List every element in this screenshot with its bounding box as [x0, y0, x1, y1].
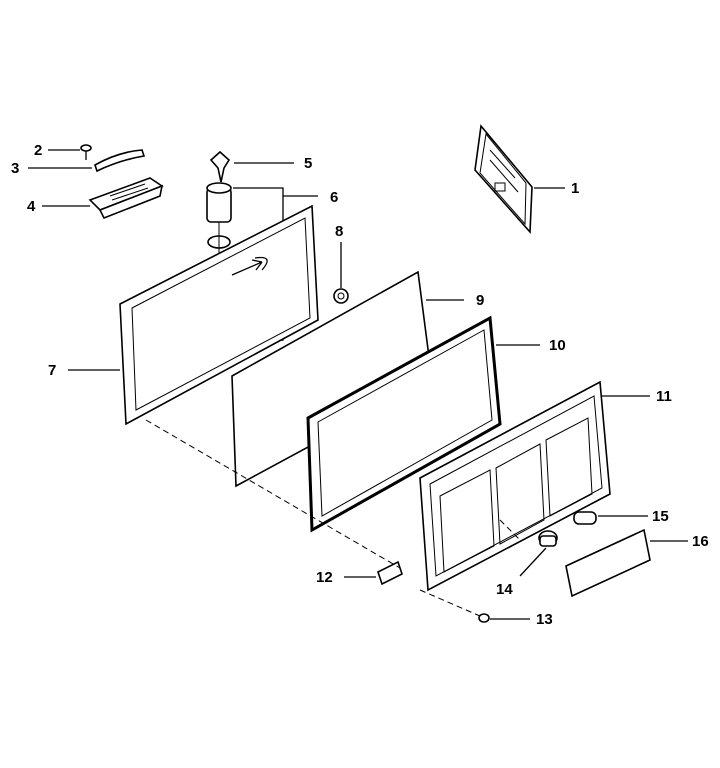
callout-4: 4	[27, 198, 36, 215]
part-7-door-frame	[68, 204, 319, 426]
callout-13: 13	[536, 611, 553, 628]
callout-2: 2	[34, 142, 42, 159]
part-11-outer-door	[419, 380, 650, 592]
callout-14: 14	[496, 581, 513, 598]
callout-8: 8	[335, 223, 343, 240]
part-14-socket	[519, 530, 558, 577]
callout-7: 7	[48, 362, 56, 379]
part-15-bulb	[573, 511, 648, 525]
alignment-lines	[145, 419, 521, 617]
part-2-screw	[48, 144, 92, 160]
part-3-trim-strip	[28, 149, 146, 173]
callout-15: 15	[652, 508, 669, 525]
callout-3: 3	[11, 160, 19, 177]
callout-11: 11	[656, 388, 672, 405]
part-16-lens-cover	[565, 528, 688, 598]
part-10-gasket	[306, 315, 540, 533]
callout-9: 9	[476, 292, 484, 309]
part-4-handle	[42, 177, 164, 220]
part-13-screw	[478, 613, 530, 623]
callout-5: 5	[304, 155, 312, 172]
callout-10: 10	[549, 337, 566, 354]
part-8-plug	[333, 242, 349, 304]
callout-6: 6	[330, 189, 338, 206]
part-5-key	[209, 150, 294, 183]
part-12-hinge-pin	[344, 560, 403, 586]
part-1-instruction-card	[474, 124, 565, 235]
callout-1: 1	[571, 180, 579, 197]
callout-16: 16	[692, 533, 709, 550]
callout-12: 12	[316, 569, 333, 586]
